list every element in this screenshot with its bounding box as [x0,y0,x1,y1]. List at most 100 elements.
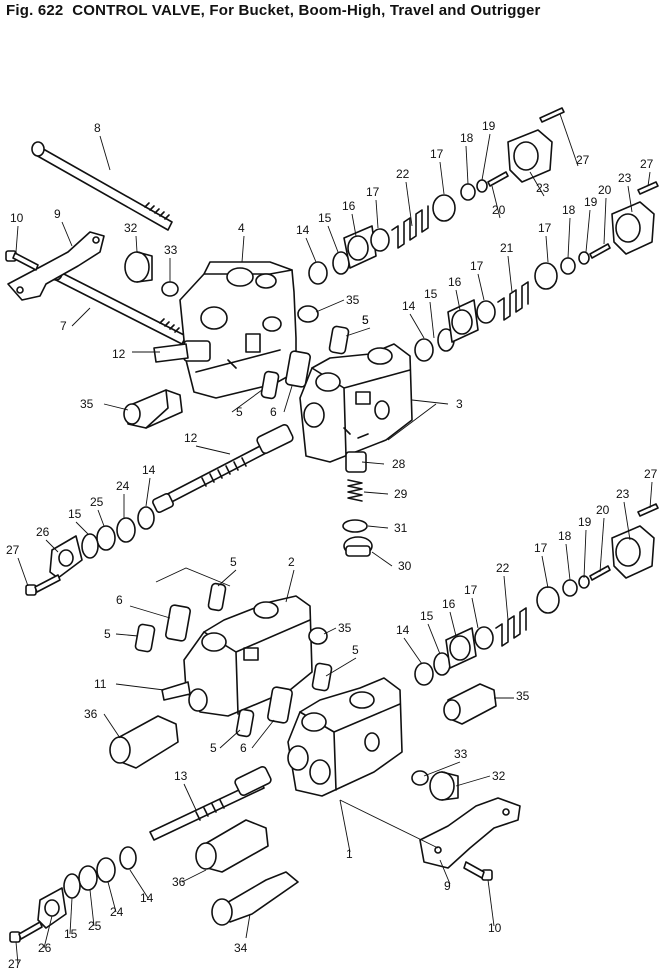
callout-7: 7 [60,319,67,333]
valve-body-2 [183,595,328,717]
leader-line [361,461,385,465]
leader-line [115,683,165,691]
callout-6: 6 [116,593,123,607]
valve-body-4 [179,261,297,399]
leader-line [455,289,461,311]
callout-3: 3 [456,397,463,411]
washer-14-upper [137,506,155,530]
gasket-6-upper [285,350,311,388]
callout-14: 14 [396,623,410,637]
leader-line [97,509,105,527]
spool-12-upper [153,340,211,363]
callout-36: 36 [172,875,186,889]
leader-line [503,575,509,621]
bolt-10-lower [463,861,493,881]
callout-17: 17 [534,541,548,555]
callout-18: 18 [558,529,572,543]
callout-16: 16 [442,597,456,611]
leader-line [565,543,571,581]
leader-line [559,113,579,167]
callout-27: 27 [640,157,654,171]
callout-28: 28 [392,457,406,471]
callout-5: 5 [104,627,111,641]
leader-line [219,729,241,749]
callout-9: 9 [444,879,451,893]
callout-12: 12 [184,431,198,445]
callout-32: 32 [124,221,138,235]
leader-line [315,299,345,313]
plug-32-upper [124,251,153,283]
callout-15: 15 [68,507,82,521]
leader-line [115,633,139,637]
callout-22: 22 [496,561,510,575]
callout-10: 10 [488,921,502,935]
solenoid-36-upper [109,715,179,769]
tie-rod-8 [31,141,173,231]
leader-line [145,477,151,507]
leader-line [339,799,351,853]
callout-25: 25 [88,919,102,933]
leader-line [603,197,607,245]
callout-16: 16 [448,275,462,289]
gasket-6-middle [165,604,191,642]
leader-line [45,539,59,553]
callout-2: 2 [288,555,295,569]
callout-13: 13 [174,769,188,783]
leader-line [323,627,337,635]
callout-33: 33 [454,747,468,761]
callout-18: 18 [460,131,474,145]
leader-line [285,569,295,603]
leader-line [75,521,89,535]
leader-line [217,569,237,587]
leader-line [455,775,491,787]
leader-line [411,399,449,405]
leader-line [129,605,171,619]
callout-33: 33 [164,243,178,257]
callout-27: 27 [576,153,590,167]
callout-5: 5 [210,741,217,755]
spool-13 [149,766,272,841]
assembly-bracket-2 [155,567,231,587]
leader-line [541,555,549,589]
callout-24: 24 [116,479,130,493]
leader-line [545,235,549,263]
leader-line [427,623,441,655]
callout-19: 19 [482,119,496,133]
leader-line [409,313,425,339]
callout-5: 5 [362,313,369,327]
leader-line [241,235,245,263]
spring-assembly-21 [414,181,659,362]
callout-26: 26 [36,525,50,539]
callout-30: 30 [398,559,412,573]
leader-line [649,481,653,509]
callout-leaders [15,113,653,965]
leader-line [351,213,357,237]
callout-35: 35 [338,621,352,635]
solenoid-port-35 [308,627,328,645]
valve-body-1 [287,677,403,797]
figure-number: Fig. 622 [6,2,64,19]
leader-line [449,611,457,637]
leader-line [367,525,389,529]
leader-line [403,637,423,665]
callout-22: 22 [396,167,410,181]
leader-line [61,221,73,247]
callout-17: 17 [538,221,552,235]
leader-line [195,445,231,455]
callout-6: 6 [270,405,277,419]
leader-line [325,657,357,677]
leader-line [363,491,389,495]
callout-31: 31 [394,521,408,535]
bracket-9-lower [419,797,521,869]
callout-27: 27 [6,543,20,557]
leader-line [69,897,73,935]
solenoid-36-lower [195,819,269,873]
solenoid-35-upper-left [123,389,183,429]
callout-17: 17 [470,259,484,273]
leader-line [375,199,379,229]
assembly-bracket-3 [387,403,437,441]
figure-header: Fig. 622 CONTROL VALVE, For Bucket, Boom… [0,0,664,26]
o-ring-5-middle-left [134,623,156,653]
leader-line [471,597,479,629]
callout-18: 18 [562,203,576,217]
